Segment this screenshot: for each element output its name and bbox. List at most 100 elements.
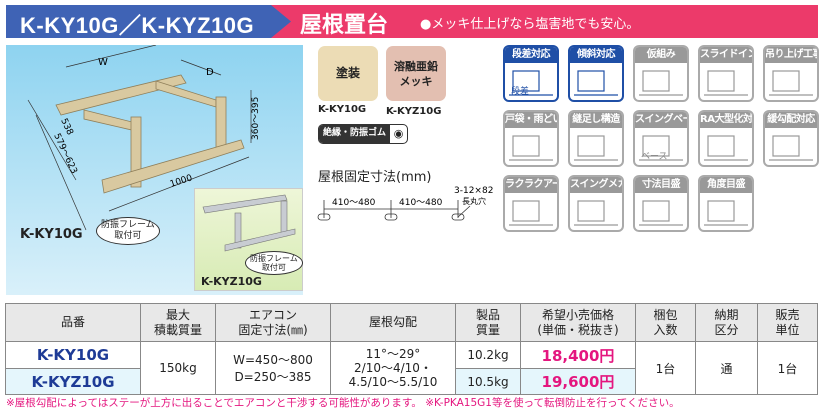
- unit-cell: 1台: [757, 341, 818, 395]
- col-header: 最大 積載質量: [140, 303, 216, 342]
- galvanized-bracket-illustration: [202, 194, 296, 252]
- col-header: エアコン 固定寸法(㎜): [215, 303, 331, 342]
- slope-ratio2: 4.5/10～5.5/10: [348, 375, 438, 389]
- feature-icon: 段差対応段差: [503, 45, 559, 102]
- main-badge: 防振フレーム 取付可: [96, 217, 160, 245]
- col-header: 梱包 入数: [635, 303, 696, 342]
- dim-width: 1000: [169, 173, 194, 190]
- page-title: K-KY10G／K-KYZ10G: [20, 13, 255, 38]
- finish-paint-swatch: 塗装: [318, 46, 378, 101]
- pack-cell: 1台: [635, 341, 696, 395]
- feature-label: 吊り上げ工事可能: [765, 47, 817, 63]
- feature-pictogram: [765, 63, 817, 100]
- feature-label: スイングメカ: [570, 177, 622, 193]
- sub-product-photo: 防振フレーム 取付可 K-KYZ10G: [194, 188, 303, 291]
- feature-label: ラクラクアーム: [505, 177, 557, 193]
- slope-ratio1: 2/10～4/10・: [354, 361, 432, 375]
- feature-label: 角度目盛: [700, 177, 752, 193]
- feature-label: スライドイン: [700, 47, 752, 63]
- rubber-badge-label: 絶縁・防振ゴム: [319, 125, 391, 143]
- dim-height: 360～395: [251, 97, 261, 140]
- slope-deg: 11°～29°: [365, 347, 421, 361]
- feature-icon: 吊り上げ工事可能: [763, 45, 819, 102]
- slope-cell: 11°～29°2/10～4/10・4.5/10～5.5/10: [330, 341, 456, 395]
- weight-cell: 10.5kg: [455, 368, 521, 395]
- span1: 410～480: [332, 198, 376, 208]
- finish-paint-model: K-KY10G: [318, 104, 367, 115]
- feature-sublabel: 段差: [511, 87, 530, 97]
- feature-pictogram: [765, 128, 817, 165]
- span2: 410～480: [399, 198, 443, 208]
- delivery-cell: 通: [695, 341, 758, 395]
- feature-pictogram: [635, 193, 687, 230]
- model-cell: K-KY10G: [5, 341, 141, 369]
- roof-fix-diagram: 410～480 410～480 3-12×82 長丸穴: [317, 186, 493, 221]
- feature-sublabel: ベース: [641, 152, 668, 162]
- weight-cell: 10.2kg: [455, 341, 521, 369]
- feature-pictogram: [570, 193, 622, 230]
- footnote: ※屋根勾配によってはステーが上方に出ることでエアコンと干渉する可能性があります。…: [6, 397, 680, 409]
- feature-pictogram: ベース: [635, 128, 687, 165]
- feature-pictogram: [505, 128, 557, 165]
- feature-pictogram: [635, 63, 687, 100]
- col-header: 製品 質量: [455, 303, 521, 342]
- feature-pictogram: [700, 63, 752, 100]
- feature-pictogram: 段差: [505, 63, 557, 100]
- feature-icon: 寸法目盛: [633, 175, 689, 232]
- dim-d: D: [206, 67, 214, 78]
- table-row: K-KYZ10G 10.5kg 19,600円: [5, 368, 818, 395]
- finish-galvanized-swatch: 溶融亜鉛メッキ: [386, 46, 446, 101]
- rubber-badge: 絶縁・防振ゴム ◉: [318, 124, 408, 144]
- main-model-label: K-KY10G: [20, 227, 83, 242]
- feature-label: 仮組み: [635, 47, 687, 63]
- feature-icon: RA大型化対応: [698, 110, 754, 167]
- price-cell: 18,400円: [520, 341, 636, 369]
- feature-label: RA大型化対応: [700, 112, 752, 128]
- feature-label: 戸袋・雨どい対応: [505, 112, 557, 128]
- feature-pictogram: [570, 63, 622, 100]
- dim-w: W: [98, 57, 108, 68]
- feature-icon: 継足し構造: [568, 110, 624, 167]
- feature-icon: スライドイン: [698, 45, 754, 102]
- hole-size: 3-12×82: [454, 186, 493, 196]
- rubber-icon: ◉: [393, 127, 404, 140]
- feature-label: 寸法目盛: [635, 177, 687, 193]
- max-load-cell: 150kg: [140, 341, 216, 395]
- dim-length: 579～623: [51, 132, 78, 176]
- sub-model-label: K-KYZ10G: [201, 275, 262, 288]
- sub-badge: 防振フレーム 取付可: [245, 251, 303, 275]
- feature-icon: スイングベースベース: [633, 110, 689, 167]
- col-header: 納期 区分: [695, 303, 758, 342]
- header-note: ●メッキ仕上げなら塩害地でも安心。: [420, 17, 640, 32]
- col-header: 品番: [5, 303, 141, 342]
- feature-pictogram: [505, 193, 557, 230]
- fix-w: W=450～800: [233, 353, 313, 367]
- finish-galvanized-model: K-KYZ10G: [386, 106, 442, 117]
- spec-table: 品番 最大 積載質量 エアコン 固定寸法(㎜) 屋根勾配 製品 質量 希望小売価…: [5, 303, 818, 395]
- feature-label: 傾斜対応: [570, 47, 622, 63]
- feature-label: スイングベース: [635, 112, 687, 128]
- feature-label: 継足し構造: [570, 112, 622, 128]
- feature-pictogram: [700, 193, 752, 230]
- feature-icon: 戸袋・雨どい対応: [503, 110, 559, 167]
- category-title: 屋根置台: [300, 13, 389, 38]
- roof-fix-title: 屋根固定寸法(mm): [318, 170, 432, 185]
- price-cell: 19,600円: [520, 368, 636, 395]
- feature-pictogram: [570, 128, 622, 165]
- feature-icon: 緩勾配対応: [763, 110, 819, 167]
- feature-icon: ラクラクアーム: [503, 175, 559, 232]
- feature-icon: スイングメカ: [568, 175, 624, 232]
- col-header: 屋根勾配: [330, 303, 456, 342]
- col-header: 希望小売価格 (単価・税抜き): [520, 303, 636, 342]
- feature-label: 段差対応: [505, 47, 557, 63]
- bracket-illustration: W D 538 579～623 360～395 1000: [27, 44, 261, 231]
- hole-type: 長丸穴: [462, 196, 486, 206]
- header-model-band: [6, 5, 291, 38]
- fix-d: D=250～385: [234, 370, 312, 384]
- feature-icon: 傾斜対応: [568, 45, 624, 102]
- feature-pictogram: [700, 128, 752, 165]
- model-cell: K-KYZ10G: [5, 368, 141, 395]
- col-header: 販売 単位: [757, 303, 818, 342]
